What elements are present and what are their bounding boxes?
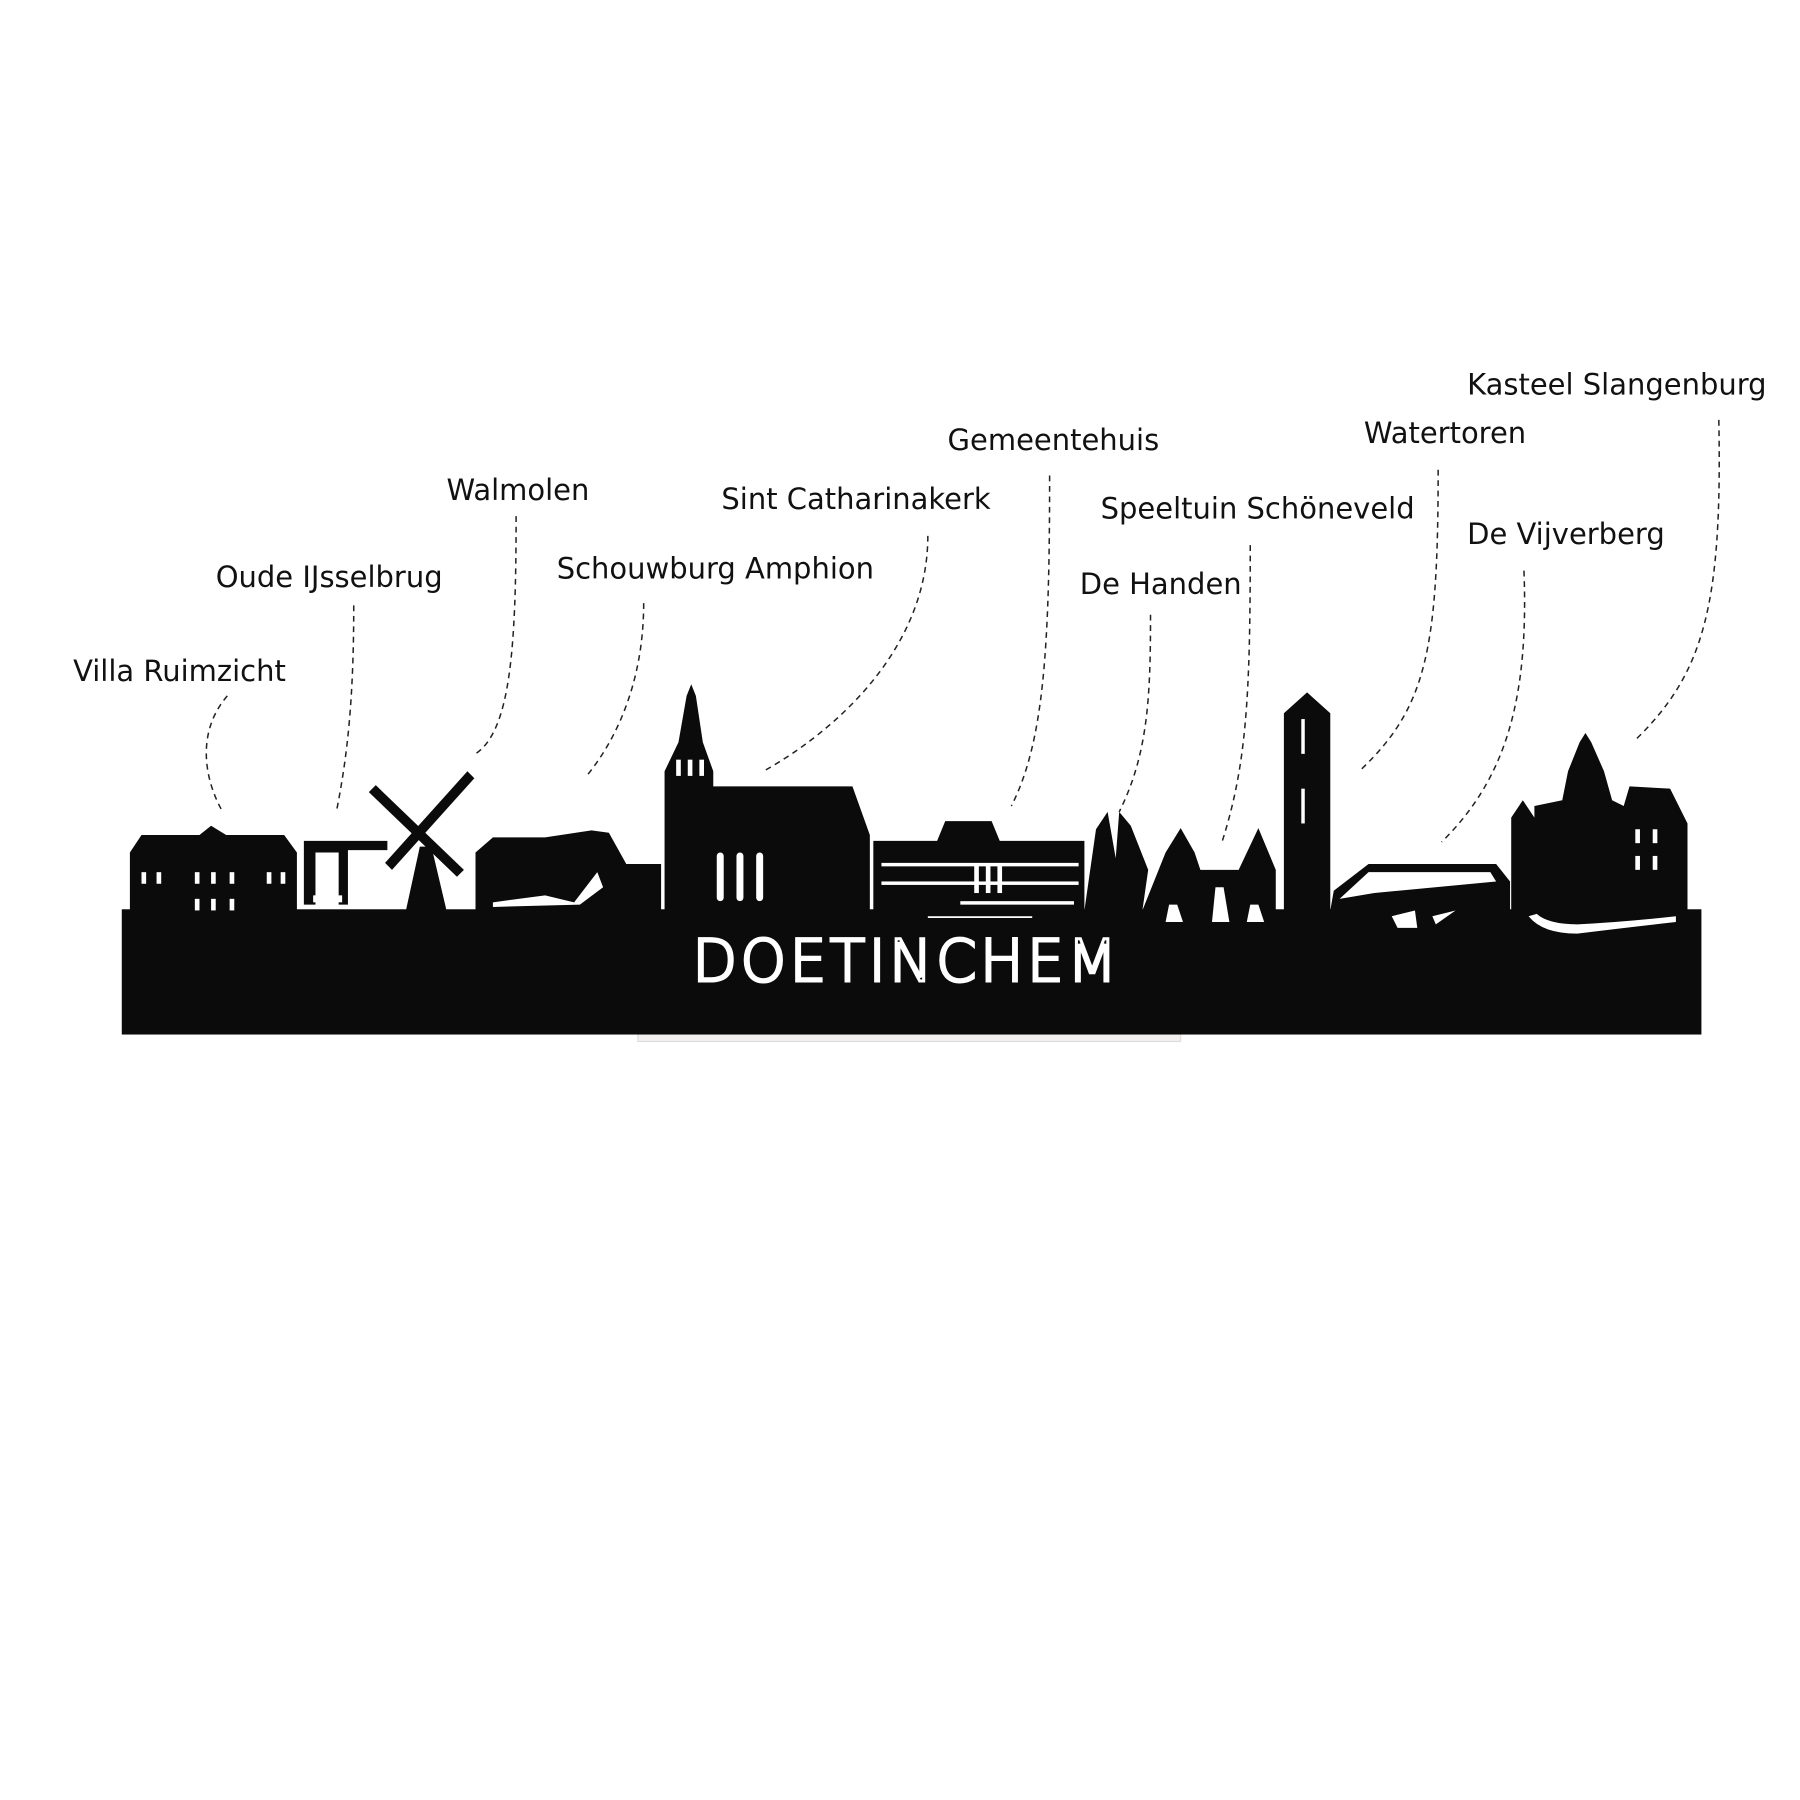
label-gemeentehuis: Gemeentehuis (948, 423, 1160, 457)
label-schouwburg-amphion: Schouwburg Amphion (557, 552, 874, 586)
city-name: DOETINCHEM (692, 927, 1120, 995)
label-watertoren: Watertoren (1364, 416, 1526, 450)
label-sint-catharinakerk: Sint Catharinakerk (721, 482, 990, 516)
label-oude-ijsselbrug: Oude IJsselbrug (216, 560, 443, 594)
label-walmolen: Walmolen (447, 473, 590, 507)
leader-lines (205, 419, 1720, 845)
label-villa-ruimzicht: Villa Ruimzicht (73, 654, 286, 688)
label-kasteel-slangenburg: Kasteel Slangenburg (1467, 367, 1766, 401)
underline-cut (927, 916, 1033, 918)
label-speeltuin-schoneveld: Speeltuin Schöneveld (1101, 491, 1415, 525)
skyline-silhouette (121, 684, 1702, 1035)
label-de-handen: De Handen (1080, 567, 1242, 601)
label-de-vijverberg: De Vijverberg (1467, 517, 1665, 551)
